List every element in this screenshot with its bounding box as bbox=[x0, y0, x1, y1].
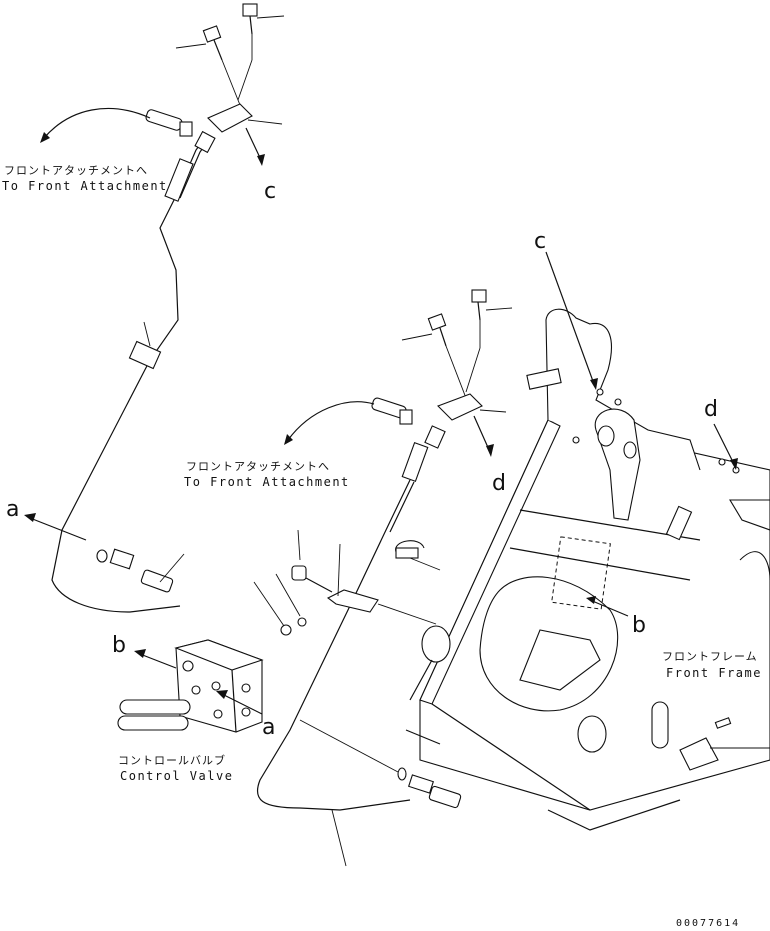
callout-d-mid: d bbox=[492, 471, 506, 496]
front-attachment2-jp-label: フロントアタッチメントへ bbox=[186, 460, 330, 473]
drawing-number: 00077614 bbox=[676, 918, 740, 929]
callout-b-valve: b bbox=[112, 633, 126, 658]
front-attachment-en-label: To Front Attachment bbox=[2, 179, 168, 193]
hose-main bbox=[51, 135, 207, 613]
front-frame-en-label: Front Frame bbox=[666, 666, 762, 680]
callout-a-valve: a bbox=[262, 715, 275, 740]
hose-clip bbox=[128, 321, 162, 370]
front-attachment2-en-label: To Front Attachment bbox=[184, 475, 350, 489]
bolt-top-right bbox=[242, 3, 285, 35]
middle-hose-assembly bbox=[253, 289, 513, 867]
callout-d-frame: d bbox=[704, 397, 718, 422]
lower-fitting-left bbox=[96, 548, 185, 593]
callout-a-left: a bbox=[6, 497, 19, 522]
control-valve-jp-label: コントロールバルブ bbox=[118, 753, 226, 767]
front-attachment-jp-label: フロントアタッチメントへ bbox=[4, 164, 148, 177]
callout-c-frame: c bbox=[534, 229, 546, 254]
control-valve-en-label: Control Valve bbox=[120, 769, 233, 783]
control-valve bbox=[117, 639, 264, 733]
front-frame-jp-label: フロントフレーム bbox=[662, 650, 758, 663]
bolt-mid-right bbox=[471, 289, 513, 321]
clamp-plate bbox=[207, 103, 253, 133]
bolt-top-left bbox=[175, 25, 223, 61]
upper-hose-assembly bbox=[24, 3, 285, 613]
elbow-fitting bbox=[145, 109, 193, 137]
callout-c-top: c bbox=[264, 179, 276, 204]
bolt-mid-left bbox=[401, 313, 447, 347]
front-frame bbox=[405, 251, 770, 831]
callout-b-frame: b bbox=[632, 613, 646, 638]
